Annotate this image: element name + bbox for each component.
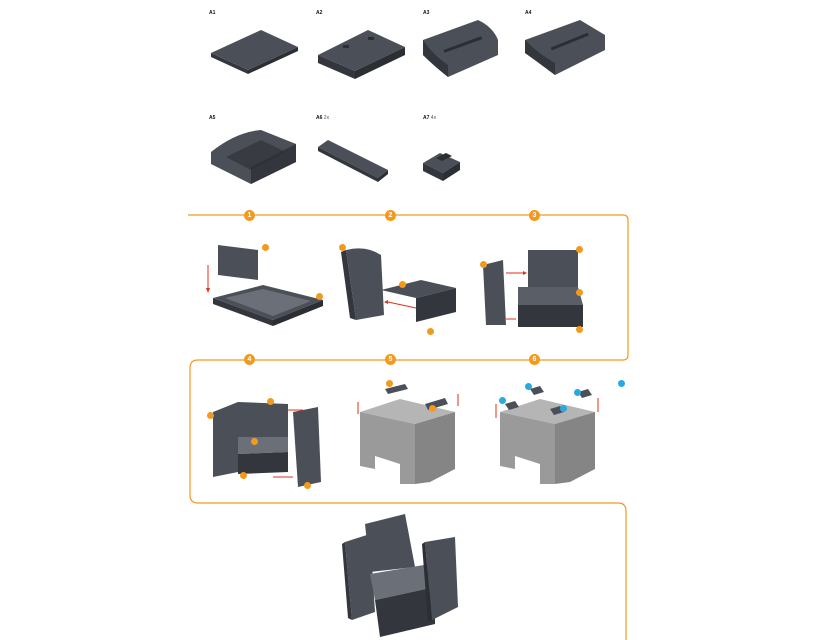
- part-label-a3: A3: [423, 10, 430, 16]
- step-4-number: 4: [244, 354, 255, 365]
- marker-dot: [316, 293, 323, 300]
- part-label-a2: A2: [316, 10, 323, 16]
- step-1-number: 1: [244, 210, 255, 221]
- assembled-armchair: [342, 514, 458, 637]
- blue-marker-dot: [525, 383, 532, 390]
- part-a6-connector-bar: [318, 140, 388, 182]
- part-label-a4: A4: [525, 10, 532, 16]
- part-a5-side-panel: [211, 130, 296, 184]
- step-flow-line: [188, 214, 629, 640]
- step-5-illustration: [357, 384, 459, 484]
- marker-dot: [339, 244, 346, 251]
- part-label-a7: A7 4x: [423, 115, 437, 121]
- marker-dot: [267, 398, 274, 405]
- step-2-illustration: [341, 248, 456, 322]
- marker-dot: [576, 289, 583, 296]
- part-label-a1: A1: [209, 10, 216, 16]
- part-a3-back-panel: [423, 20, 498, 77]
- part-a7-clip: [423, 153, 460, 181]
- marker-dot: [386, 380, 393, 387]
- marker-dot: [304, 482, 311, 489]
- marker-dot: [262, 244, 269, 251]
- marker-dot: [399, 281, 406, 288]
- step-5-number: 5: [385, 354, 396, 365]
- step-2-number: 2: [385, 210, 396, 221]
- part-a1-seat-panel: [211, 30, 298, 74]
- marker-dot: [427, 328, 434, 335]
- marker-dot: [429, 405, 436, 412]
- step-3-number: 3: [529, 210, 540, 221]
- step-6-number: 6: [529, 354, 540, 365]
- marker-dot: [207, 412, 214, 419]
- step-4-illustration: [213, 402, 321, 487]
- part-label-a5: A5: [209, 115, 216, 121]
- marker-dot: [240, 472, 247, 479]
- blue-marker-dot: [499, 397, 506, 404]
- marker-dot: [576, 246, 583, 253]
- part-a2-base-frame: [318, 30, 405, 79]
- part-a4-side-panel: [525, 20, 605, 75]
- blue-marker-dot: [574, 389, 581, 396]
- marker-dot: [251, 438, 258, 445]
- marker-dot: [576, 326, 583, 333]
- marker-dot: [480, 261, 487, 268]
- step-6-illustration: [495, 386, 599, 484]
- assembly-instructions-page: A1 A2 A3 A4 A5 A6 2x A7 4x: [178, 0, 642, 640]
- step-3-illustration: [483, 250, 583, 327]
- part-label-a6: A6 2x: [316, 115, 330, 121]
- blue-marker-dot: [560, 405, 567, 412]
- step-1-illustration: [206, 245, 323, 326]
- blue-marker-dot: [618, 380, 625, 387]
